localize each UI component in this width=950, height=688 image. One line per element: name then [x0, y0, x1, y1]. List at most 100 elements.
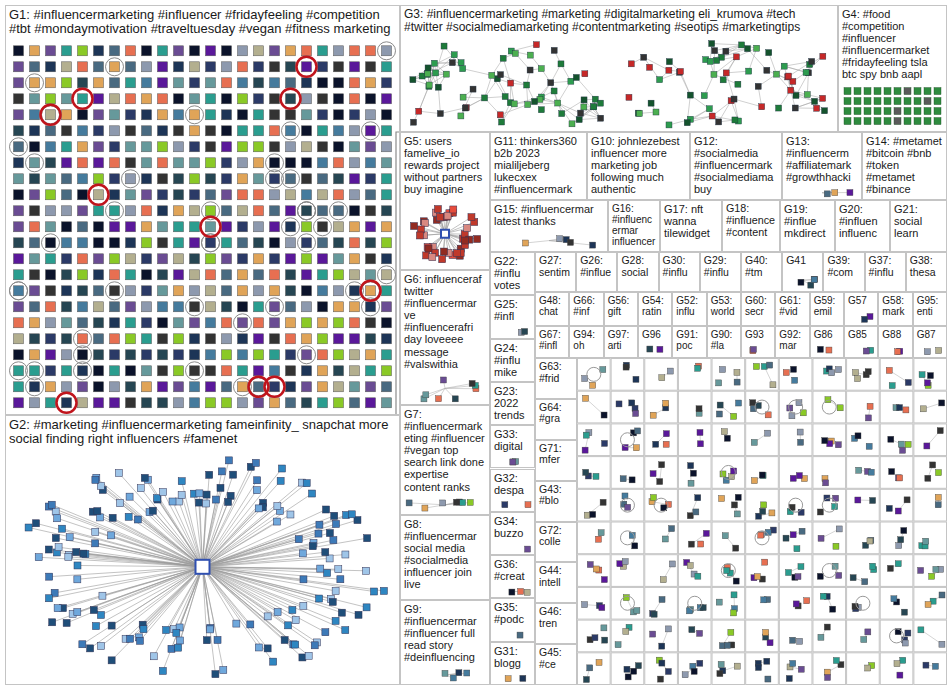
vertex-mark — [62, 62, 72, 72]
vertex-mark — [46, 350, 56, 360]
vertex-mark — [309, 543, 316, 550]
vertex-mark — [270, 658, 277, 665]
vertex-mark — [142, 318, 152, 328]
vertex-mark — [924, 98, 931, 105]
vertex-mark — [334, 46, 344, 56]
vertex-link — [203, 567, 293, 610]
vertex-mark — [94, 286, 104, 296]
vertex-mark — [247, 621, 254, 628]
vertex-mark — [106, 202, 124, 220]
vertex-mark — [935, 502, 941, 508]
vertex-mark — [659, 375, 665, 381]
vertex-mark — [254, 46, 264, 56]
vertex-mark — [318, 270, 328, 280]
group-cell — [578, 424, 611, 456]
vertex-mark — [238, 174, 248, 184]
vertex-mark — [785, 74, 791, 80]
vertex-mark — [78, 302, 88, 312]
vertex-mark — [904, 88, 911, 95]
vertex-mark — [158, 46, 168, 56]
vertex-mark — [364, 535, 371, 542]
vertex-mark — [222, 398, 232, 408]
vertex-mark — [174, 238, 184, 248]
vertex-mark — [89, 185, 109, 205]
vertex-mark — [30, 142, 40, 152]
vertex-mark — [238, 366, 248, 376]
vertex-mark — [74, 346, 92, 364]
vertex-mark — [270, 142, 280, 152]
vertex-mark — [898, 537, 904, 543]
vertex-mark — [323, 506, 330, 513]
vertex-mark — [382, 126, 392, 136]
vertex-mark — [30, 46, 40, 56]
vertex-mark — [35, 554, 42, 561]
vertex-mark — [803, 69, 809, 75]
vertex-mark — [382, 382, 392, 392]
vertex-mark — [174, 46, 184, 56]
vertex-link — [96, 478, 202, 567]
vertex-mark — [222, 142, 232, 152]
vertex-mark — [206, 238, 216, 248]
vertex-mark — [110, 254, 120, 264]
vertex-mark — [382, 206, 392, 216]
vertex-mark — [334, 78, 344, 88]
vertex-mark — [92, 476, 99, 483]
vertex-link — [669, 119, 690, 125]
group-cell — [578, 391, 611, 423]
vertex-mark — [309, 490, 316, 497]
vertex-mark — [142, 366, 152, 376]
vertex-mark — [274, 503, 281, 510]
vertex-mark — [30, 318, 40, 328]
vertex-mark — [158, 382, 168, 392]
vertex-mark — [527, 52, 533, 58]
vertex-mark — [238, 318, 248, 328]
vertex-mark — [482, 95, 488, 101]
vertex-mark — [62, 270, 72, 280]
vertex-mark — [898, 441, 904, 447]
vertex-mark — [919, 372, 925, 378]
vertex-mark — [94, 222, 104, 232]
vertex-link — [734, 99, 762, 107]
vertex-mark — [94, 158, 104, 168]
vertex-mark — [286, 94, 296, 104]
vertex-mark — [657, 346, 663, 352]
vertex-mark — [214, 636, 221, 643]
group-cell — [813, 522, 846, 554]
vertex-mark — [334, 366, 344, 376]
vertex-mark — [110, 110, 120, 120]
vertex-link — [203, 567, 224, 670]
vertex-mark — [769, 510, 775, 516]
vertex-mark — [78, 46, 88, 56]
vertex-mark — [297, 57, 317, 77]
vertex-mark — [338, 609, 345, 616]
vertex-mark — [568, 78, 574, 84]
vertex-mark — [14, 126, 24, 136]
vertex-mark — [734, 379, 740, 385]
vertex-mark — [894, 98, 901, 105]
group-cell — [746, 555, 779, 587]
vertex-mark — [350, 286, 360, 296]
vertex-mark — [94, 110, 104, 120]
vertex-mark — [735, 494, 741, 500]
vertex-mark — [65, 553, 72, 560]
vertex-mark — [26, 154, 44, 172]
vertex-mark — [366, 366, 376, 376]
vertex-mark — [761, 363, 767, 369]
vertex-mark — [468, 214, 475, 221]
group-cell — [847, 359, 880, 391]
vertex-mark — [94, 350, 104, 360]
vertex-mark — [897, 405, 903, 411]
vertex-mark — [158, 350, 168, 360]
vertex-mark — [222, 110, 232, 120]
vertex-mark — [115, 469, 122, 476]
vertex-mark — [444, 212, 451, 219]
vertex-mark — [629, 400, 635, 406]
vertex-mark — [87, 645, 94, 652]
group-cell — [914, 359, 947, 391]
vertex-mark — [142, 302, 152, 312]
vertex-mark — [300, 576, 307, 583]
vertex-mark — [286, 190, 296, 200]
vertex-mark — [439, 256, 446, 263]
vertex-mark — [206, 206, 216, 216]
vertex-mark — [905, 379, 911, 385]
